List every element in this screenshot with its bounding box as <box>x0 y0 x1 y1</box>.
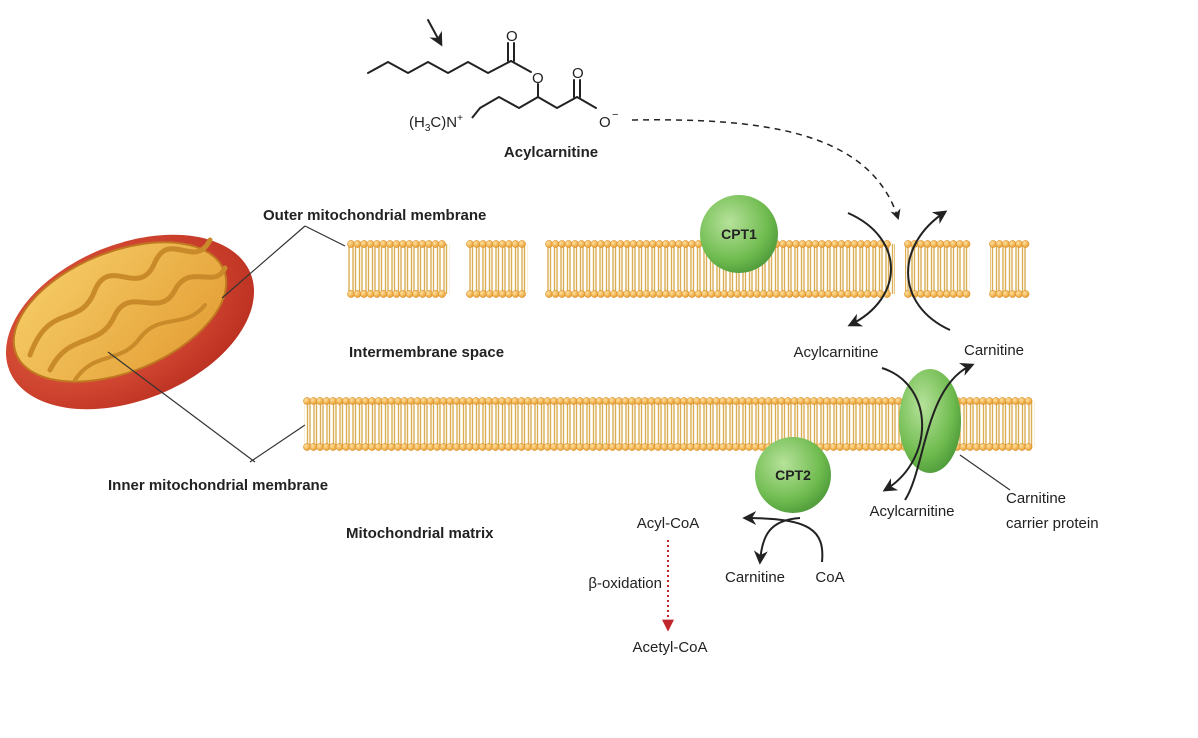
outer-membrane-segment <box>347 240 450 298</box>
pointer-lines <box>107 225 346 463</box>
outer-membrane-segment <box>466 240 528 298</box>
inner-membrane-label: Inner mitochondrial membrane <box>108 477 328 494</box>
carnitine-matrix-label: Carnitine <box>725 569 785 586</box>
carbonyl-oxygen-2: O <box>572 65 584 82</box>
acylcarnitine-structure <box>367 19 597 109</box>
carbonyl-oxygen-1: O <box>506 28 518 45</box>
acyl-coa-label: Acyl-CoA <box>637 515 700 532</box>
cpt1-enzyme: CPT1 <box>700 195 778 273</box>
outer-exchange-arrows <box>847 210 951 331</box>
mitochondrion-illustration <box>5 234 255 410</box>
trimethylammonium-group: (H3C)N+ <box>409 113 463 134</box>
cpt1-label: CPT1 <box>721 226 757 242</box>
carboxylate-charge: − <box>612 109 618 121</box>
cpt2-enzyme: CPT2 <box>755 437 831 513</box>
transport-dashed-arrow <box>631 119 901 221</box>
acylcarnitine-ims-label: Acylcarnitine <box>793 344 878 361</box>
outer-membrane-bilayer <box>347 240 1030 298</box>
intermembrane-space-label: Intermembrane space <box>349 344 504 361</box>
outer-membrane-segment <box>989 240 1030 298</box>
pointer-arrow <box>427 19 443 47</box>
matrix-label: Mitochondrial matrix <box>346 525 494 542</box>
acetyl-coa-label: Acetyl-CoA <box>632 639 707 656</box>
acylcarnitine-atoms: O O O O − (H3C)N+ Acylcarnitine <box>409 28 618 161</box>
carrier-label-line1: Carnitine <box>1006 490 1066 507</box>
coa-label: CoA <box>815 569 844 586</box>
cpt2-reaction-arrows <box>742 511 824 565</box>
carnitine-ims-label: Carnitine <box>964 342 1024 359</box>
carnitine-carrier-protein <box>881 362 1011 501</box>
outer-membrane-label: Outer mitochondrial membrane <box>263 207 486 224</box>
molecule-name: Acylcarnitine <box>504 144 598 161</box>
acyl-chain <box>367 60 512 74</box>
carrier-label-line2: carrier protein <box>1006 515 1099 532</box>
ester-oxygen: O <box>532 70 544 87</box>
beta-oxidation-label: β-oxidation <box>588 575 662 592</box>
cpt2-label: CPT2 <box>775 467 811 483</box>
outer-membrane-segment <box>904 240 971 298</box>
carboxylate-oxygen: O <box>599 114 611 131</box>
acylcarnitine-matrix-label: Acylcarnitine <box>869 503 954 520</box>
